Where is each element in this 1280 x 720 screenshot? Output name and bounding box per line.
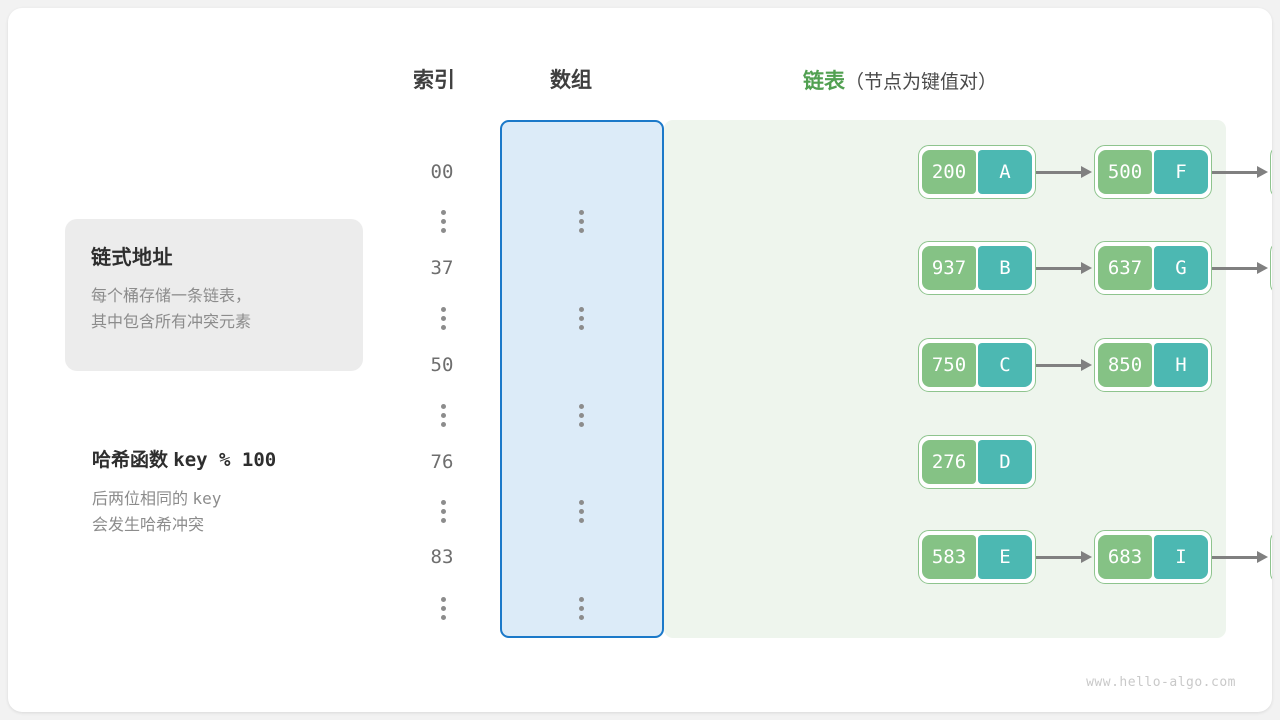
node-key: 200 <box>922 150 976 194</box>
next-pointer-arrow-icon <box>1036 550 1094 564</box>
pair-node: 300J <box>1270 145 1272 199</box>
index-ellipsis-icon <box>433 593 453 623</box>
node-key: 276 <box>922 440 976 484</box>
array-region <box>500 120 664 638</box>
hash-note-expression: key % 100 <box>173 449 277 471</box>
hash-note-line-1: 后两位相同的 key <box>92 486 221 513</box>
array-ellipsis-icon <box>571 400 591 430</box>
bucket-index-label: 50 <box>430 354 454 376</box>
hash-note-body: 后两位相同的 key 会发生哈希冲突 <box>92 486 221 539</box>
index-ellipsis-icon <box>433 303 453 333</box>
bucket-chain: 937B637G437K237M <box>918 241 1272 295</box>
next-pointer-arrow-icon <box>1212 165 1270 179</box>
node-key: 583 <box>922 535 976 579</box>
node-value: F <box>1154 150 1208 194</box>
hash-note-line-2: 会发生哈希冲突 <box>92 516 205 534</box>
array-ellipsis-icon <box>571 303 591 333</box>
node-value: I <box>1154 535 1208 579</box>
index-ellipsis-icon <box>433 496 453 526</box>
header-linkedlist-label: 链表 <box>803 70 845 93</box>
bucket-index-label: 76 <box>430 451 454 473</box>
node-key: 750 <box>922 343 976 387</box>
info-card-line-2: 其中包含所有冲突元素 <box>91 313 252 331</box>
next-pointer-arrow-icon <box>1036 358 1094 372</box>
bucket-index-label: 83 <box>430 546 454 568</box>
node-key: 500 <box>1098 150 1152 194</box>
hash-note-title: 哈希函数 key % 100 <box>92 445 276 472</box>
bucket-row: 37937B637G437K237M <box>413 241 1272 295</box>
node-key: 850 <box>1098 343 1152 387</box>
header-linkedlist-note: （节点为键值对） <box>845 72 998 93</box>
array-ellipsis-icon <box>571 496 591 526</box>
node-value: E <box>978 535 1032 579</box>
watermark: www.hello-algo.com <box>1086 675 1236 690</box>
header-linkedlist: 链表（节点为键值对） <box>803 65 997 95</box>
node-value: B <box>978 246 1032 290</box>
bucket-index-label: 37 <box>430 257 454 279</box>
node-value: H <box>1154 343 1208 387</box>
info-card-chaining: 链式地址 每个桶存储一条链表， 其中包含所有冲突元素 <box>65 219 363 371</box>
array-ellipsis-icon <box>571 593 591 623</box>
node-key: 937 <box>922 246 976 290</box>
hash-note-line-1-text: 后两位相同的 <box>92 491 189 508</box>
hash-note-line-1-mono: key <box>192 489 222 508</box>
bucket-index-label: 00 <box>430 161 454 183</box>
info-card-line-1: 每个桶存储一条链表， <box>91 288 252 305</box>
info-card-body: 每个桶存储一条链表， 其中包含所有冲突元素 <box>91 284 337 336</box>
header-array: 数组 <box>550 69 592 92</box>
index-ellipsis-icon <box>433 400 453 430</box>
diagram-card: 索引 数组 链表（节点为键值对） 链式地址 每个桶存储一条链表， 其中包含所有冲… <box>8 8 1272 712</box>
node-value: D <box>978 440 1032 484</box>
node-key: 683 <box>1098 535 1152 579</box>
info-card-title: 链式地址 <box>91 247 173 269</box>
node-value: A <box>978 150 1032 194</box>
next-pointer-arrow-icon <box>1212 261 1270 275</box>
node-value: C <box>978 343 1032 387</box>
pair-node: 437K <box>1270 241 1272 295</box>
node-key: 637 <box>1098 246 1152 290</box>
header-index: 索引 <box>413 69 455 92</box>
index-ellipsis-icon <box>433 206 453 236</box>
node-value: G <box>1154 246 1208 290</box>
next-pointer-arrow-icon <box>1036 261 1094 275</box>
next-pointer-arrow-icon <box>1036 165 1094 179</box>
hash-note-title-text: 哈希函数 <box>92 450 169 471</box>
pair-node: 283L <box>1270 530 1272 584</box>
array-ellipsis-icon <box>571 206 591 236</box>
next-pointer-arrow-icon <box>1212 550 1270 564</box>
